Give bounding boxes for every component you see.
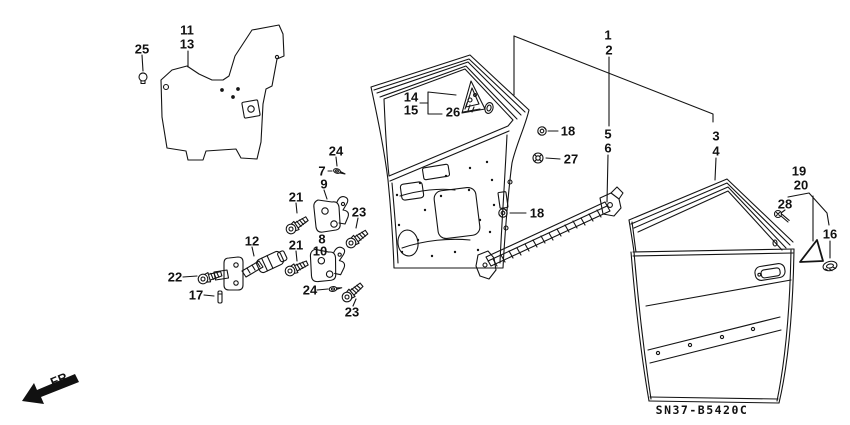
callout-15: 15 (403, 102, 419, 118)
callout-18-upper: 18 (560, 123, 576, 139)
callout-24-lower: 24 (302, 282, 318, 298)
callout-13: 13 (179, 36, 195, 52)
callout-21-lower: 21 (288, 237, 304, 253)
corner-piece-14-15-drawing (461, 80, 486, 114)
screw-28-drawing (773, 209, 790, 223)
callout-18-lower: 18 (529, 205, 545, 221)
callout-23-lower: 23 (344, 304, 360, 320)
callout-23-upper: 23 (351, 204, 367, 220)
door-inner-panel-drawing (370, 54, 530, 269)
clip-25-drawing (138, 72, 148, 85)
callout-28: 28 (777, 196, 793, 212)
door-checker-12-drawing (213, 250, 288, 291)
nut-27-drawing (532, 152, 544, 164)
callout-2: 2 (605, 42, 613, 58)
callout-3: 3 (712, 128, 720, 144)
pin-17-drawing (217, 290, 223, 304)
callout-7: 7 (318, 163, 326, 179)
callout-24-upper: 24 (328, 143, 344, 159)
callout-11: 11 (180, 22, 194, 38)
grommet-26-drawing (484, 102, 494, 114)
callout-6: 6 (604, 140, 612, 156)
grommet-16-drawing (822, 260, 838, 272)
bolt-21-lower-drawing (283, 258, 310, 278)
callout-16: 16 (822, 226, 838, 242)
bolt-21-upper-drawing (283, 214, 311, 237)
callout-22: 22 (167, 269, 183, 285)
nut-18-upper-drawing (537, 126, 547, 136)
callout-8: 8 (318, 231, 326, 247)
callout-12: 12 (244, 233, 260, 249)
bolt-23-lower-drawing (339, 280, 366, 305)
callout-9: 9 (320, 176, 328, 192)
callout-14: 14 (403, 89, 419, 105)
screw-24-upper-drawing (333, 168, 346, 175)
diagram-code: SN37-B5420C (655, 403, 749, 417)
callout-4: 4 (712, 143, 720, 159)
callout-27: 27 (563, 151, 579, 167)
screw-24-lower-drawing (328, 286, 343, 292)
leader-lines (141, 35, 831, 307)
bolt-23-upper-drawing (343, 227, 370, 251)
callout-26: 26 (445, 104, 461, 120)
hinge-upper-9-drawing (313, 196, 349, 233)
callout-10: 10 (312, 243, 328, 259)
fr-direction-arrow (22, 374, 79, 404)
door-outer-panel-drawing (628, 178, 795, 404)
callout-1: 1 (604, 27, 612, 43)
callout-21-upper: 21 (288, 189, 304, 205)
callout-25: 25 (134, 41, 150, 57)
corner-garnish-drawing (799, 239, 824, 263)
side-impact-beam-drawing (475, 186, 624, 280)
bolt-22-drawing (196, 268, 224, 286)
callout-19: 19 (791, 163, 807, 179)
callout-5: 5 (604, 126, 612, 142)
door-insulator-panel-drawing (160, 24, 285, 161)
callout-17: 17 (188, 287, 204, 303)
callout-20: 20 (793, 177, 809, 193)
